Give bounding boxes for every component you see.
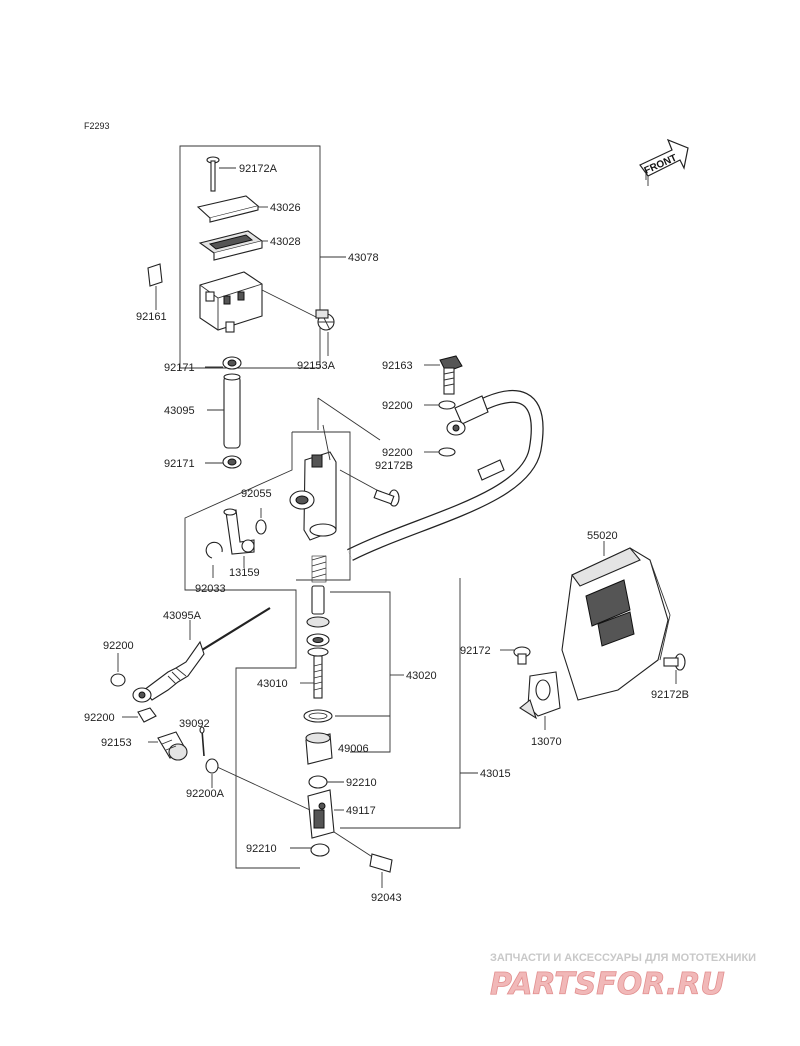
push-rod-group	[110, 607, 271, 788]
master-cylinder-body-icon	[289, 424, 337, 541]
label-92210-upper: 92210	[346, 777, 377, 789]
washer-92200c-icon	[110, 653, 126, 687]
pin-92043-icon	[369, 853, 393, 888]
clevis-49117-icon	[214, 765, 375, 859]
label-43010: 43010	[257, 678, 288, 690]
screw-92172-icon	[500, 646, 531, 665]
label-92153a: 92153A	[297, 360, 336, 372]
watermark-brand: PARTSFOR.RU	[490, 967, 725, 1002]
banjo-bolt-92163-icon	[424, 355, 463, 395]
guard-55020-icon	[561, 541, 671, 701]
label-43026: 43026	[270, 202, 301, 214]
nut-92210a-icon	[308, 775, 344, 789]
label-92043: 92043	[371, 892, 402, 904]
label-49006: 49006	[338, 743, 369, 755]
label-92163: 92163	[382, 360, 413, 372]
label-92171-lower: 92171	[164, 458, 195, 470]
label-43028: 43028	[270, 236, 301, 248]
label-43015: 43015	[480, 768, 511, 780]
watermark: ЗАПЧАСТИ И АКСЕССУАРЫ ДЛЯ МОТОТЕХНИКИ PA…	[490, 952, 757, 1002]
label-92153: 92153	[101, 737, 132, 749]
circlip-92033-icon	[205, 541, 223, 578]
label-43020: 43020	[406, 670, 437, 682]
label-92200-left: 92200	[103, 640, 134, 652]
brake-hose-icon	[347, 389, 544, 561]
bolt-92153-icon	[148, 731, 188, 761]
label-13070: 13070	[531, 736, 562, 748]
label-43095: 43095	[164, 405, 195, 417]
label-92033: 92033	[195, 583, 226, 595]
label-92171-upper: 92171	[164, 362, 195, 374]
label-92172a: 92172A	[239, 163, 278, 175]
label-92055: 92055	[241, 488, 272, 500]
label-43095a: 43095A	[163, 610, 202, 622]
push-rod-43095a-icon	[132, 607, 271, 703]
hose-clamp-upper-icon	[205, 356, 242, 370]
nut-92210b-icon	[290, 843, 330, 857]
label-92210-lower: 92210	[246, 843, 277, 855]
nut-92200d-icon	[122, 707, 157, 723]
cotter-pin-39092-icon	[199, 726, 205, 757]
clip-92161-icon	[147, 263, 163, 310]
reservoir-group	[179, 145, 346, 369]
washer-92200a-icon	[205, 758, 219, 788]
label-92161: 92161	[136, 311, 167, 323]
screw-92172b-right-icon	[663, 653, 686, 684]
circlip-ring-icon	[303, 709, 333, 723]
reservoir-body-icon	[199, 271, 319, 333]
label-49117: 49117	[346, 805, 376, 817]
label-92200-nut: 92200	[84, 712, 115, 724]
label-92200a: 92200A	[186, 788, 225, 800]
diaphragm-icon	[198, 230, 268, 261]
washer-lower-icon	[424, 447, 456, 457]
label-92172: 92172	[460, 645, 491, 657]
boot-49006-icon	[305, 732, 333, 765]
label-92172b-right: 92172B	[651, 689, 689, 701]
hose-43095-icon	[207, 373, 241, 449]
o-ring-92055-icon	[255, 508, 267, 535]
bolt-92153a-icon	[315, 309, 335, 356]
spring-icon	[311, 555, 327, 583]
label-43078: 43078	[348, 252, 379, 264]
washer-upper-icon	[424, 400, 456, 410]
screw-92172b-icon	[339, 469, 400, 507]
label-92172b: 92172B	[375, 460, 413, 472]
label-39092: 39092	[179, 718, 210, 730]
front-arrow-icon: FRONT	[639, 138, 689, 186]
figure-code: F2293	[84, 121, 110, 131]
hose-clamp-lower-icon	[205, 455, 242, 469]
watermark-tagline: ЗАПЧАСТИ И АКСЕССУАРЫ ДЛЯ МОТОТЕХНИКИ	[490, 952, 756, 964]
screw-92172a-icon	[206, 156, 236, 192]
fitting-13159-icon	[223, 508, 255, 568]
label-13159: 13159	[229, 567, 260, 579]
brake-hose-group	[347, 355, 544, 561]
label-55020: 55020	[587, 530, 618, 542]
clamp-13070-icon	[519, 671, 561, 730]
master-cylinder-group	[184, 397, 404, 888]
label-92200-upper: 92200	[382, 400, 413, 412]
reservoir-hose-group	[205, 356, 242, 469]
piston-43010-icon	[300, 585, 330, 699]
reservoir-cap-icon	[196, 195, 268, 223]
label-92200-middle: 92200	[382, 447, 413, 459]
